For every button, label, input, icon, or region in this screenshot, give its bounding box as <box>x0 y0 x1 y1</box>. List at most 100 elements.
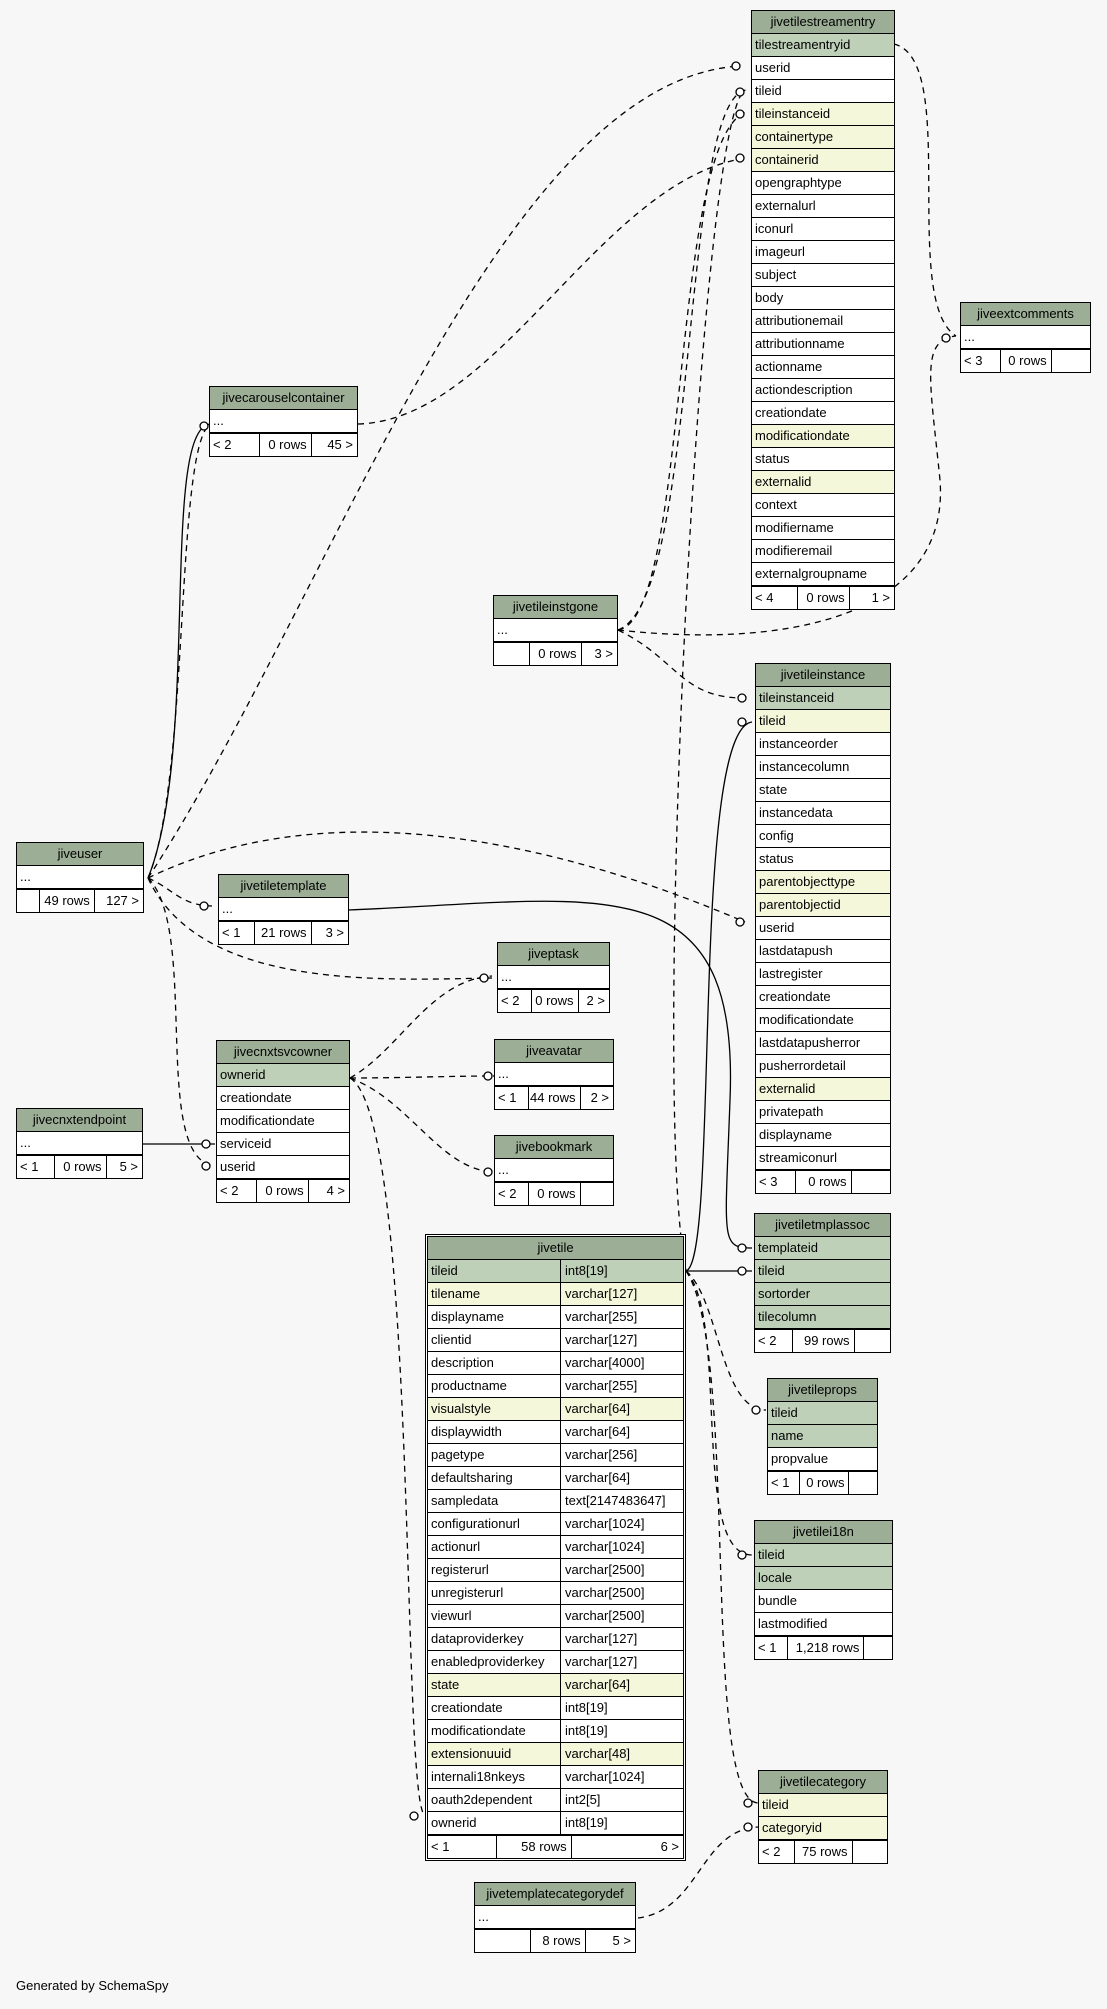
column-row[interactable]: instancecolumn <box>756 756 890 779</box>
column-row[interactable]: creationdate <box>756 986 890 1009</box>
parent-count[interactable] <box>475 1930 530 1952</box>
column-row[interactable]: pusherrordetail <box>756 1055 890 1078</box>
column-row[interactable]: tileid <box>768 1402 877 1425</box>
table-name[interactable]: jivetemplatecategorydef <box>475 1883 635 1906</box>
column-row[interactable]: parentobjecttype <box>756 871 890 894</box>
parent-count[interactable]: < 2 <box>213 437 232 452</box>
column-row[interactable]: tileid <box>756 710 890 733</box>
table-name[interactable]: jivetileinstgone <box>494 596 617 619</box>
parent-count[interactable]: < 1 <box>20 1159 39 1174</box>
column-row[interactable]: ... <box>494 619 617 642</box>
column-row[interactable]: categoryid <box>759 1817 887 1840</box>
child-count[interactable]: 5 > <box>584 1930 635 1952</box>
column-row[interactable]: modificationdate <box>752 425 894 448</box>
column-row[interactable]: creationdate <box>752 402 894 425</box>
child-count[interactable]: 3 > <box>580 643 617 665</box>
column-row[interactable]: externalid <box>756 1078 890 1101</box>
column-row[interactable]: lastmodified <box>755 1613 892 1636</box>
parent-count[interactable]: < 2 <box>498 1186 517 1201</box>
parent-count[interactable] <box>17 890 39 912</box>
child-count[interactable]: 2 > <box>579 1087 613 1109</box>
column-row[interactable]: ... <box>961 326 1090 349</box>
column-row[interactable]: tileid <box>755 1260 890 1283</box>
column-row[interactable]: containerid <box>752 149 894 172</box>
column-row[interactable]: modificationdate <box>756 1009 890 1032</box>
column-row[interactable]: ... <box>219 898 348 921</box>
column-row[interactable]: attributionname <box>752 333 894 356</box>
column-row[interactable]: actiondescription <box>752 379 894 402</box>
child-count[interactable] <box>579 1183 613 1205</box>
column-row[interactable]: ownerid <box>217 1064 349 1087</box>
parent-count[interactable]: < 1 <box>758 1640 777 1655</box>
column-row[interactable]: propvalue <box>768 1448 877 1471</box>
table-name[interactable]: jivetilei18n <box>755 1521 892 1544</box>
table-name[interactable]: jivetilecategory <box>759 1771 887 1794</box>
parent-count[interactable]: < 4 <box>755 590 774 605</box>
parent-count[interactable]: < 2 <box>220 1183 239 1198</box>
table-name[interactable]: jivetiletmplassoc <box>755 1214 890 1237</box>
column-row[interactable]: externalid <box>752 471 894 494</box>
child-count[interactable] <box>851 1841 887 1863</box>
table-name[interactable]: jivecnxtsvcowner <box>217 1041 349 1064</box>
column-row[interactable]: containertype <box>752 126 894 149</box>
column-row[interactable]: opengraphtype <box>752 172 894 195</box>
column-row[interactable]: context <box>752 494 894 517</box>
table-name[interactable]: jivetilestreamentry <box>752 11 894 34</box>
column-row[interactable]: config <box>756 825 890 848</box>
parent-count[interactable]: < 3 <box>964 353 983 368</box>
table-name[interactable]: jiveuser <box>17 843 143 866</box>
column-row[interactable]: ... <box>210 410 357 433</box>
table-name[interactable]: jiveavatar <box>495 1040 613 1063</box>
parent-count[interactable]: < 1 <box>222 925 241 940</box>
table-name[interactable]: jivebookmark <box>495 1136 613 1159</box>
child-count[interactable]: 127 > <box>93 890 143 912</box>
column-row[interactable]: displayname <box>756 1124 890 1147</box>
column-row[interactable]: parentobjectid <box>756 894 890 917</box>
column-row[interactable]: ... <box>475 1906 635 1929</box>
table-name[interactable]: jivetileprops <box>768 1379 877 1402</box>
parent-count[interactable]: < 2 <box>501 993 520 1008</box>
child-count[interactable] <box>1050 350 1090 372</box>
column-row[interactable]: tilestreamentryid <box>752 34 894 57</box>
column-row[interactable]: externalgroupname <box>752 563 894 586</box>
column-row[interactable]: status <box>756 848 890 871</box>
child-count[interactable]: 1 > <box>848 587 894 609</box>
column-row[interactable]: ... <box>495 1159 613 1182</box>
column-row[interactable]: privatepath <box>756 1101 890 1124</box>
column-row[interactable]: name <box>768 1425 877 1448</box>
parent-count[interactable] <box>494 643 529 665</box>
parent-count[interactable]: < 1 <box>498 1090 517 1105</box>
child-count[interactable]: 5 > <box>105 1156 142 1178</box>
column-row[interactable]: streamiconurl <box>756 1147 890 1170</box>
column-row[interactable]: ... <box>498 966 609 989</box>
child-count[interactable] <box>848 1472 877 1494</box>
column-row[interactable]: status <box>752 448 894 471</box>
parent-count[interactable]: < 3 <box>759 1174 778 1189</box>
